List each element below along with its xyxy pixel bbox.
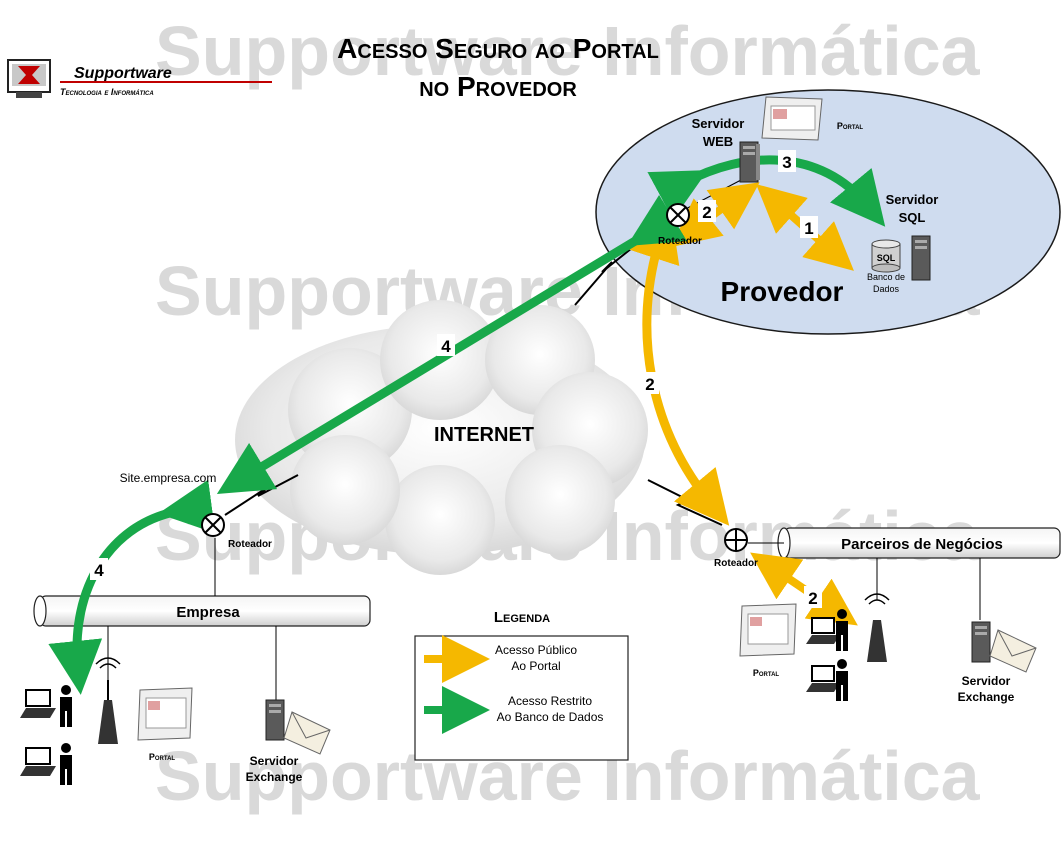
web-server-label-2: WEB bbox=[703, 134, 733, 149]
legend-restricted-2: Ao Banco de Dados bbox=[497, 710, 604, 724]
partners-access-point-icon bbox=[864, 593, 890, 662]
company-exchange-server-icon bbox=[265, 699, 285, 741]
database-label-1: Banco de bbox=[867, 272, 905, 282]
partners-router-icon bbox=[724, 528, 748, 552]
sql-badge: SQL bbox=[877, 253, 896, 263]
legend-public-1: Acesso Público bbox=[495, 643, 577, 657]
portal-page-icon bbox=[761, 96, 823, 141]
company-exchange-label-2: Exchange bbox=[246, 770, 303, 784]
watermark-1: Supportware Informática bbox=[155, 12, 981, 90]
web-server-label-1: Servidor bbox=[692, 116, 745, 131]
legend-restricted-1: Acesso Restrito bbox=[508, 694, 592, 708]
step-2-partners: 2 bbox=[808, 589, 817, 608]
partners-laptop-icon bbox=[806, 617, 840, 692]
company-portal-icon bbox=[137, 687, 193, 741]
step-2-internet: 2 bbox=[645, 375, 654, 394]
sql-server-icon bbox=[911, 235, 931, 281]
database-icon bbox=[871, 239, 901, 273]
partners-bus-label: Parceiros de Negócios bbox=[841, 536, 1003, 553]
database-label-2: Dados bbox=[873, 284, 900, 294]
step-4-company: 4 bbox=[94, 561, 104, 580]
partners-user-icon bbox=[836, 609, 848, 701]
step-badges: 3 2 1 4 2 4 2 bbox=[90, 150, 822, 608]
partners-mail-icon bbox=[989, 629, 1037, 673]
company-mail-icon bbox=[283, 711, 331, 755]
partners-exchange-label-2: Exchange bbox=[958, 690, 1015, 704]
logo-tagline: Tecnologia e Informática bbox=[60, 87, 154, 97]
partners-exchange-server-icon bbox=[971, 621, 991, 663]
company-access-point-icon bbox=[95, 657, 121, 744]
title-line-1: Acesso Seguro ao Portal bbox=[337, 33, 659, 64]
step-2-provider: 2 bbox=[702, 203, 711, 222]
provider-router-icon bbox=[666, 203, 690, 227]
company-bus-label: Empresa bbox=[176, 604, 240, 621]
provider-portal-label: Portal bbox=[837, 121, 864, 131]
company-router-icon bbox=[201, 513, 225, 537]
legend-public-2: Ao Portal bbox=[511, 659, 560, 673]
partners-router-label: Roteador bbox=[714, 558, 758, 569]
company-router-label: Roteador bbox=[228, 539, 272, 550]
partners-portal-icon bbox=[739, 603, 797, 657]
logo-name: Supportware bbox=[74, 65, 172, 82]
sql-server-label-1: Servidor bbox=[886, 192, 939, 207]
provider-router-label: Roteador bbox=[658, 236, 702, 247]
company-portal-label: Portal bbox=[149, 752, 176, 762]
legend-title: Legenda bbox=[494, 609, 550, 626]
step-4-internet: 4 bbox=[441, 337, 451, 356]
web-server-icon bbox=[739, 141, 760, 183]
supportware-logo: Supportware Tecnologia e Informática bbox=[7, 59, 272, 98]
partners-portal-label: Portal bbox=[753, 668, 780, 678]
provider-label: Provedor bbox=[721, 276, 844, 307]
sql-server-label-2: SQL bbox=[899, 210, 926, 225]
partners-exchange-label-1: Servidor bbox=[962, 674, 1011, 688]
company-exchange-label-1: Servidor bbox=[250, 754, 299, 768]
title-line-2: no Provedor bbox=[419, 71, 577, 102]
company-laptop-icon bbox=[20, 689, 56, 776]
legend: Legenda Acesso Público Ao Portal Acesso … bbox=[414, 609, 629, 761]
company-user-icon bbox=[60, 685, 72, 785]
step-1: 1 bbox=[804, 219, 813, 238]
site-url: Site.empresa.com bbox=[120, 471, 217, 485]
step-3: 3 bbox=[782, 153, 791, 172]
internet-label: INTERNET bbox=[434, 424, 534, 446]
